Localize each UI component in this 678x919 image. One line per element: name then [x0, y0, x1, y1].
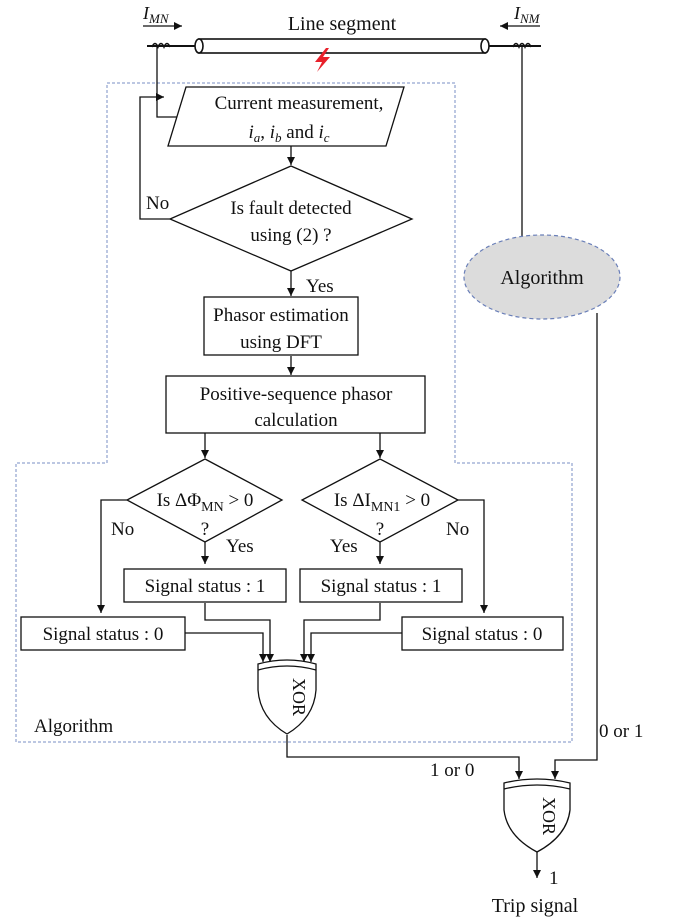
svg-text:Phasor estimation: Phasor estimation	[213, 305, 349, 326]
xor-gate-local: XOR	[257, 659, 317, 735]
svg-text:?: ?	[376, 519, 384, 540]
xor-gate-final: XOR	[503, 778, 571, 853]
svg-text:using (2) ?: using (2) ?	[250, 225, 331, 246]
svg-text:IMN: IMN	[142, 3, 170, 26]
no-loop-label: No	[146, 193, 169, 214]
current-label-inm: INM	[500, 3, 541, 30]
right-no-label: No	[446, 519, 469, 540]
svg-text:ia, ib and ic: ia, ib and ic	[248, 122, 329, 145]
svg-text:Algorithm: Algorithm	[500, 267, 584, 289]
right-ct-icon	[512, 42, 532, 50]
fault-bolt-icon	[315, 48, 330, 72]
inner-algorithm-label: Algorithm	[34, 716, 113, 737]
svg-text:XOR: XOR	[289, 678, 309, 716]
svg-text:Signal status : 1: Signal status : 1	[145, 576, 266, 597]
svg-text:Signal status : 0: Signal status : 0	[43, 624, 164, 645]
svg-text:calculation: calculation	[254, 410, 338, 431]
svg-text:?: ?	[201, 519, 209, 540]
svg-text:Is ΔIMN1 > 0: Is ΔIMN1 > 0	[334, 490, 430, 515]
positive-sequence-box: Positive-sequence phasor calculation	[165, 375, 426, 434]
signal-status-right-0: Signal status : 0	[401, 616, 564, 651]
trip-signal-label: Trip signal	[492, 895, 579, 917]
signal-status-right-1: Signal status : 1	[299, 568, 463, 603]
phasor-estimation-box: Phasor estimation using DFT	[203, 296, 359, 356]
current-measurement-box: Current measurement, ia, ib and ic	[167, 86, 405, 147]
connectors	[97, 46, 598, 878]
svg-text:INM: INM	[513, 3, 541, 26]
left-ct-icon	[151, 42, 171, 50]
remote-output-label: 0 or 1	[599, 721, 643, 742]
left-no-label: No	[111, 519, 134, 540]
svg-text:Signal status : 1: Signal status : 1	[321, 576, 442, 597]
svg-text:Current measurement,: Current measurement,	[215, 93, 384, 114]
trip-value-label: 1	[549, 868, 559, 889]
right-yes-label: Yes	[330, 536, 358, 557]
line-segment: Line segment	[147, 13, 541, 72]
svg-text:Is ΔΦMN > 0: Is ΔΦMN > 0	[157, 490, 254, 515]
current-magnitude-decision: Is ΔIMN1 > 0 ?	[300, 458, 460, 543]
fault-detection-decision: Is fault detected using (2) ?	[168, 165, 414, 272]
yes-fault-label: Yes	[306, 276, 334, 297]
line-segment-title: Line segment	[288, 13, 397, 35]
current-label-imn: IMN	[142, 3, 182, 30]
signal-status-left-1: Signal status : 1	[123, 568, 287, 603]
left-yes-label: Yes	[226, 536, 254, 557]
signal-status-left-0: Signal status : 0	[20, 616, 186, 651]
svg-text:using DFT: using DFT	[240, 332, 322, 353]
remote-algorithm-node: Algorithm	[463, 234, 621, 320]
svg-text:Signal status : 0: Signal status : 0	[422, 624, 543, 645]
svg-text:Is fault detected: Is fault detected	[230, 198, 352, 219]
svg-text:XOR: XOR	[539, 797, 559, 835]
phase-angle-decision: Is ΔΦMN > 0 ?	[125, 458, 284, 543]
local-output-label: 1 or 0	[430, 760, 474, 781]
svg-text:Positive-sequence phasor: Positive-sequence phasor	[200, 384, 393, 405]
